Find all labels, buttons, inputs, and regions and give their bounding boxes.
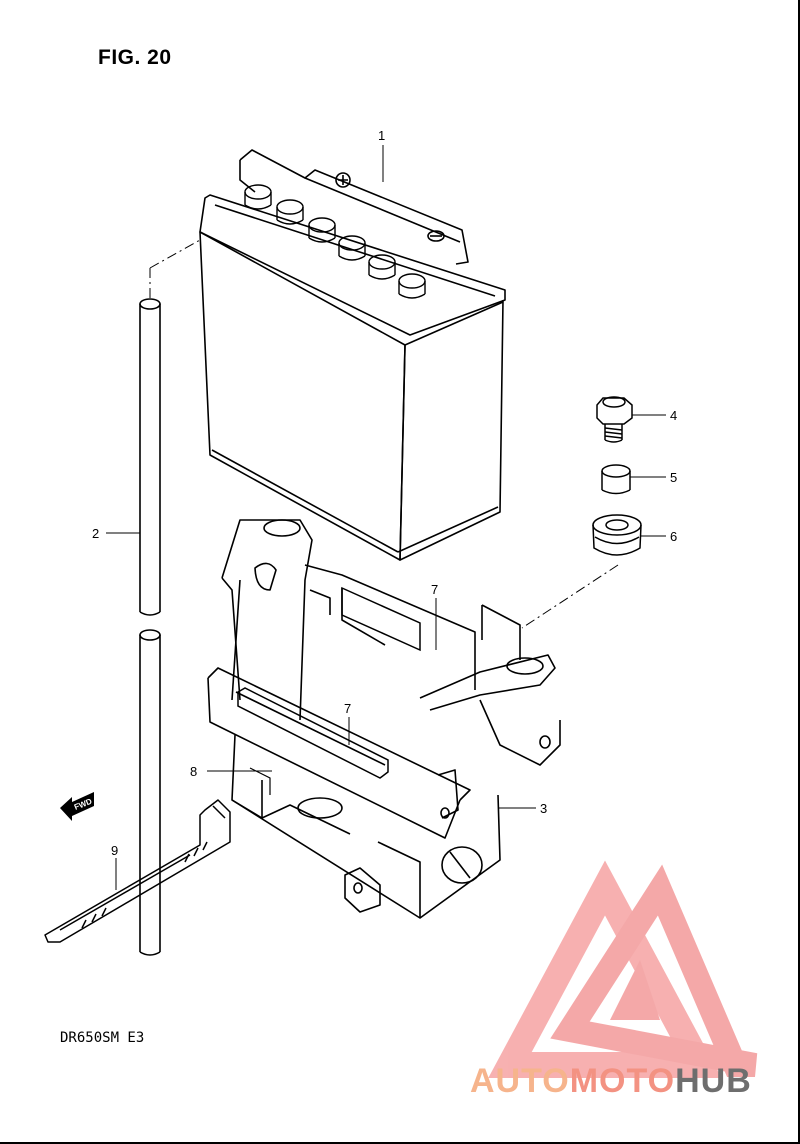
battery-pads [237,586,421,779]
alignment-lines [149,239,619,629]
watermark-logo [488,860,758,1078]
cushion [592,514,642,556]
callout-8: 8 [190,764,197,779]
model-code: DR650SM E3 [60,1030,145,1046]
bolt [596,396,633,443]
callout-6: 6 [670,529,677,544]
watermark-part-1: AUTO [470,1062,570,1100]
fwd-arrow-icon [60,792,94,821]
callout-1: 1 [378,128,385,143]
callout-3: 3 [540,801,547,816]
battery-holder [207,519,561,919]
figure-title: FIG. 20 [98,46,172,69]
strap [249,767,271,795]
tie-band [44,799,231,943]
watermark-part-2: MOTO [569,1062,676,1100]
leader-lines [106,145,666,890]
watermark-text: AUTOMOTOHUB [470,1062,752,1101]
callout-7a: 7 [431,582,438,597]
callout-9: 9 [111,843,118,858]
callout-4: 4 [670,408,677,423]
battery [199,149,506,561]
callout-5: 5 [670,470,677,485]
watermark-part-3: HUB [675,1062,752,1100]
callout-2: 2 [92,526,99,541]
collar [601,464,631,495]
breather-tube [139,298,161,956]
callout-7b: 7 [344,701,351,716]
